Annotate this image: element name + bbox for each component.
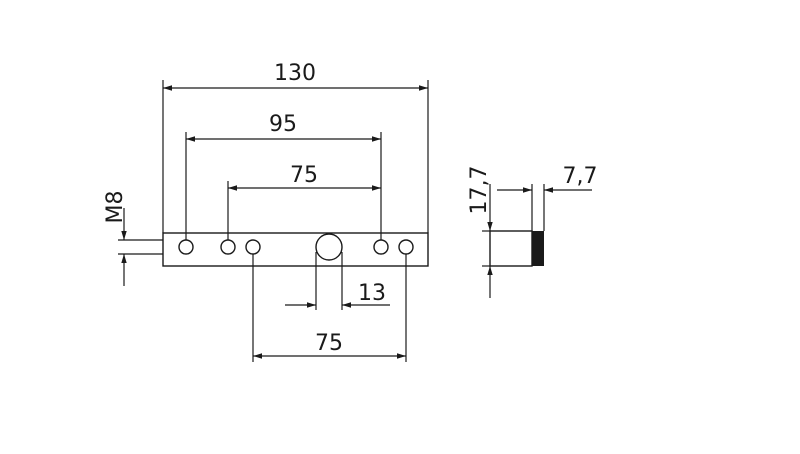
dim-label-7-7: 7,7 [563,164,598,189]
dim-label-17-7: 17,7 [467,166,492,215]
hole-1 [178,239,194,255]
dim-lower-hole-spacing: 75 [252,254,407,362]
side-profile [489,230,533,267]
dim-label-m8: M8 [103,191,128,224]
dim-label-75-upper: 75 [290,163,318,188]
dim-label-130: 130 [274,61,316,86]
dim-center-hole-width: 13 [285,252,390,310]
front-view: 130 95 75 M8 13 [103,61,429,362]
dim-label-13: 13 [358,281,386,306]
hole-3 [245,239,261,255]
dim-label-75-lower: 75 [315,331,343,356]
dim-thread: M8 [103,191,163,286]
center-hole [315,233,343,261]
dim-overall-length: 130 [162,61,429,233]
side-profile-dark [532,231,544,266]
hole-4 [373,239,389,255]
dim-upper-hole-spacing: 75 [227,163,381,240]
dim-side-thickness: 7,7 [497,164,598,231]
dim-outer-hole-spacing: 95 [185,112,382,240]
hole-2 [220,239,236,255]
side-view: 17,7 7,7 [467,164,598,298]
hole-5 [398,239,414,255]
dim-label-95: 95 [269,112,297,137]
dim-side-height: 17,7 [467,166,493,298]
